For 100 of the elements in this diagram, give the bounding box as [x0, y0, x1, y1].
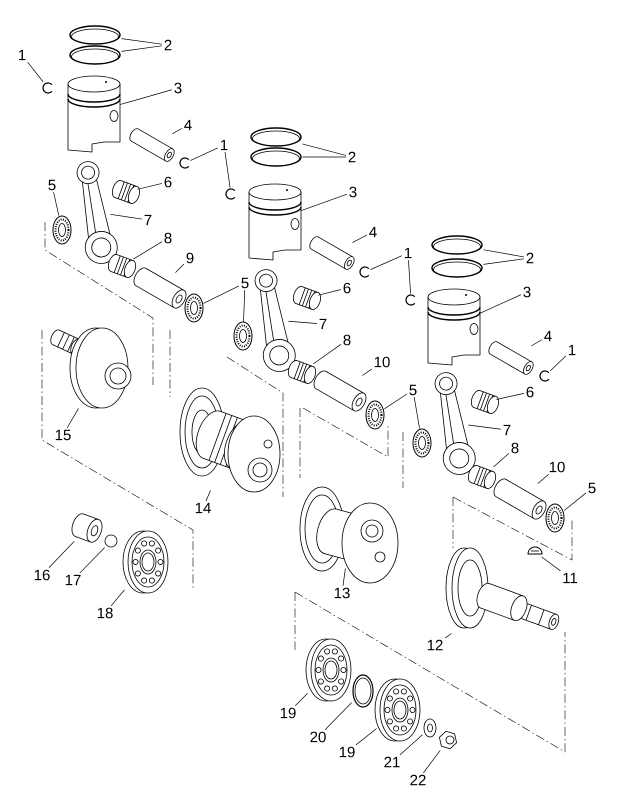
callout-number: 1: [18, 50, 26, 60]
piston-ring: [431, 258, 483, 278]
callout-number: 8: [164, 232, 172, 244]
leader-line: [423, 750, 441, 774]
callout-number: 21: [384, 756, 400, 768]
callout-number: 9: [186, 252, 194, 264]
callout-number: 2: [348, 152, 356, 162]
washer: [424, 718, 436, 738]
leader-line: [294, 693, 308, 706]
leader-line: [483, 249, 524, 258]
leader-line: [302, 144, 346, 156]
leader-line: [80, 547, 105, 574]
leader-line: [243, 290, 246, 322]
thrust-washer: [234, 322, 252, 350]
crankshaft-section: [50, 328, 132, 408]
leader-line: [483, 258, 524, 265]
bushing: [72, 513, 102, 543]
leader-line: [444, 633, 452, 638]
callout-number: 5: [48, 180, 56, 190]
thrust-washer: [184, 294, 204, 322]
leader-line: [352, 234, 368, 243]
leader-line: [190, 147, 218, 161]
leader-line: [53, 192, 60, 216]
callout-number: 4: [544, 330, 552, 342]
leader-line: [172, 128, 182, 134]
ball-bearing: [374, 678, 420, 742]
needle-bearing: [470, 390, 500, 414]
callout-number: 6: [164, 176, 172, 188]
callout-number: 12: [428, 640, 443, 650]
circlip: [225, 188, 236, 200]
leader-line: [120, 89, 172, 105]
callout-number: 5: [241, 278, 249, 288]
piston-pin: [129, 128, 175, 162]
callout-number: 1: [568, 344, 576, 356]
callout-number: 6: [344, 282, 350, 294]
leader-line: [224, 152, 230, 188]
callout-number: 18: [98, 608, 113, 618]
callout-number: 20: [310, 732, 326, 742]
callout-number: 7: [504, 424, 510, 436]
callout-number: 4: [369, 226, 377, 238]
callout-number: 11: [563, 572, 578, 584]
leader-line: [203, 286, 240, 304]
callout-number: 2: [164, 40, 172, 50]
leader-line: [133, 241, 162, 260]
callout-number: 7: [144, 214, 152, 226]
leader-line: [110, 214, 142, 220]
circlip: [42, 82, 52, 94]
callout-number: 5: [409, 384, 417, 396]
leader-line: [175, 264, 184, 273]
callout-number: 1: [220, 140, 228, 150]
leader-line: [318, 289, 342, 296]
leader-line: [206, 490, 211, 502]
leader-line: [66, 408, 79, 428]
piston-pin: [309, 236, 355, 270]
leader-line: [408, 260, 411, 294]
piston: [427, 288, 481, 366]
callout-number: 13: [334, 588, 350, 598]
leader-line: [400, 734, 423, 756]
leader-line: [362, 368, 372, 376]
leader-line: [48, 541, 75, 568]
callout-number: 4: [184, 120, 192, 130]
callout-number: 19: [280, 708, 296, 718]
callout-number: 8: [343, 334, 350, 346]
leader-line: [531, 339, 542, 346]
crankshaft-section: [300, 486, 398, 584]
callout-number: 15: [56, 430, 71, 440]
thrust-washer: [412, 428, 432, 458]
connecting-rod: [434, 372, 476, 475]
leader-line: [550, 356, 566, 372]
circlip: [405, 294, 416, 306]
leader-line: [302, 156, 346, 158]
piston: [67, 76, 121, 152]
crankshaft-section: [446, 548, 560, 630]
needle-bearing: [108, 254, 136, 278]
callout-number: 6: [526, 386, 534, 398]
piston-ring: [250, 147, 302, 167]
connecting-rod: [254, 269, 296, 372]
seal-ring: [352, 674, 374, 708]
callout-number: 3: [174, 82, 182, 94]
circlip: [359, 266, 370, 278]
leader-line: [370, 255, 402, 270]
thrust-washer: [52, 216, 72, 244]
leader-line: [324, 702, 352, 730]
leader-line: [414, 396, 420, 429]
ball-bearing: [306, 638, 352, 702]
leader-line: [121, 38, 162, 45]
leader-line: [313, 344, 342, 364]
needle-bearing: [112, 180, 140, 204]
leader-line: [301, 194, 348, 211]
thrust-washer: [366, 400, 384, 430]
callout-number: 17: [66, 574, 81, 586]
leader-line: [541, 556, 561, 572]
leader-line: [121, 46, 162, 52]
leader-line: [480, 294, 522, 314]
callout-number: 10: [374, 356, 390, 368]
piston-ring: [69, 45, 121, 65]
piston-ring: [69, 25, 121, 45]
leader-line: [137, 183, 162, 190]
callout-number: 5: [588, 482, 596, 494]
nut: [439, 730, 457, 750]
